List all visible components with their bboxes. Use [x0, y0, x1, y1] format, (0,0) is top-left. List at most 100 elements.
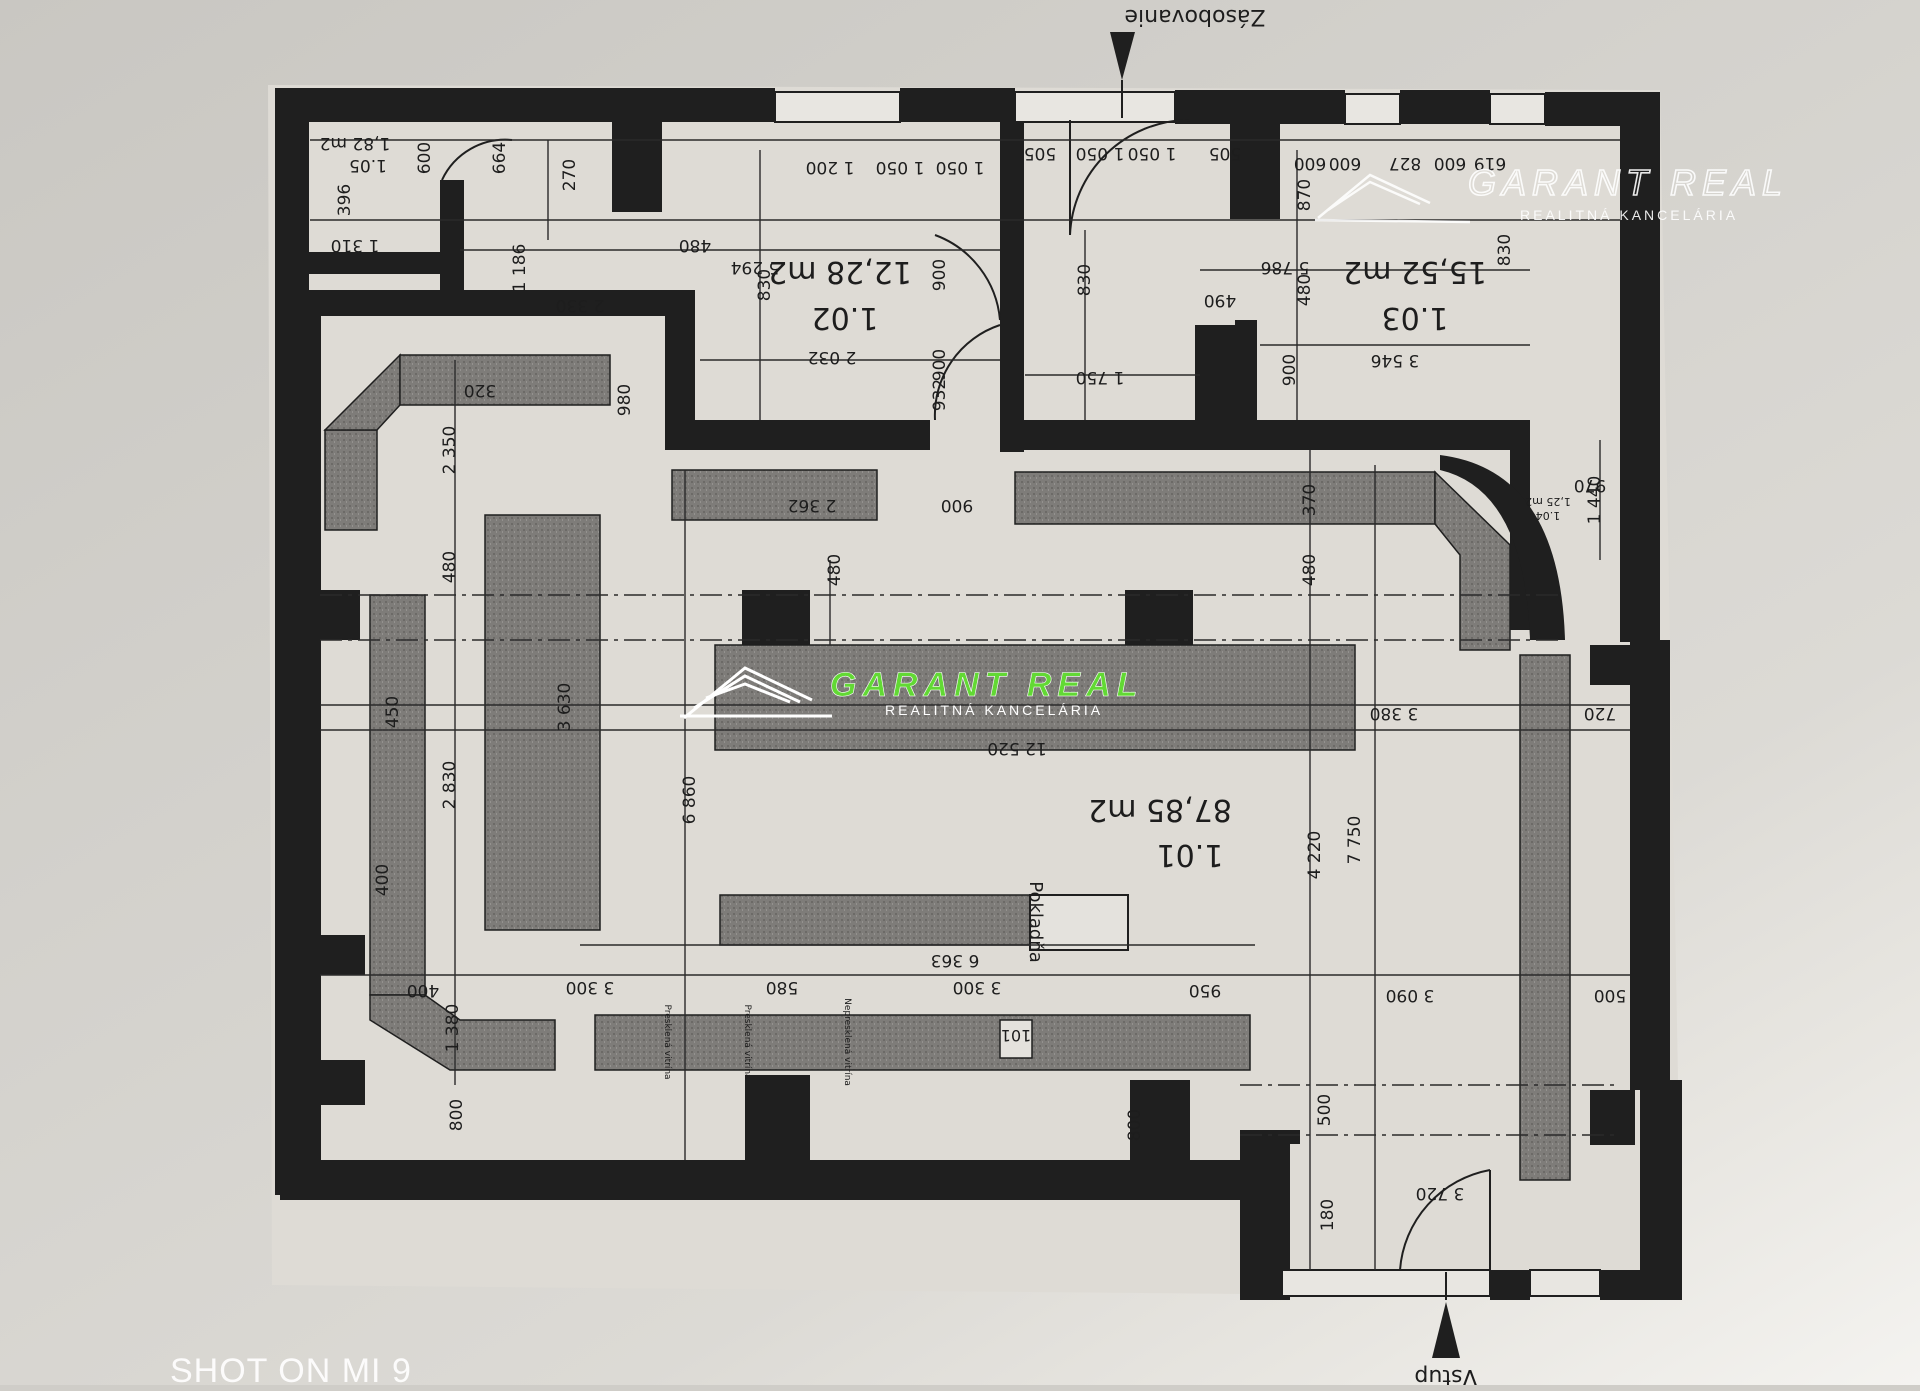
watermark-center: GARANT REAL REALITNÁ KANCELÁRIA [680, 666, 1143, 720]
dimension-label: 1 186 [510, 244, 530, 293]
dimension-label: 1 050 [876, 157, 925, 177]
dimension-label: 1 200 [806, 157, 855, 177]
fridge-label-1: Presklená vitrína [662, 1004, 672, 1079]
dimension-label: 1 050 [1076, 143, 1125, 163]
entrance-arrow-icon [1432, 1302, 1460, 1358]
dimension-label: 720 [1584, 703, 1616, 723]
dimension-label: 500 [1315, 1094, 1335, 1126]
dimension-label: 1 050 [936, 157, 985, 177]
dimension-label: 800 [447, 1099, 467, 1131]
dimension-label: 6 363 [931, 950, 980, 970]
dimension-label: 480 [440, 551, 460, 583]
dimension-label: 180 [1318, 1199, 1338, 1231]
checkout-label: Pokladňa [1025, 881, 1046, 963]
room-1-02-id: 1.02 [812, 300, 879, 335]
room-1-01-id: 1.01 [1157, 837, 1224, 872]
entry-label-entrance: Vstup [1414, 1364, 1477, 1385]
dimension-label: 2 032 [808, 347, 857, 367]
doors [441, 118, 1491, 1271]
dimension-label: 2 362 [788, 495, 837, 515]
dimension-label: 900 [930, 259, 950, 291]
dimension-label: 2 330 [556, 295, 605, 315]
dimension-label: 980 [615, 384, 635, 416]
windows [774, 91, 1601, 1297]
building-logo-icon [680, 666, 832, 720]
dimension-label: 3 380 [1370, 703, 1419, 723]
dimension-label: 600 [1329, 153, 1361, 173]
dimension-label: 505 [1024, 143, 1056, 163]
dimension-label: 3 630 [555, 683, 575, 732]
dimension-label: 970 [1574, 475, 1606, 495]
dimension-label: 3 300 [953, 977, 1002, 997]
dimension-label: 932 [930, 379, 950, 411]
watermark-center-tagline: REALITNÁ KANCELÁRIA [885, 702, 1103, 718]
room-1-01-area: 87,85 m2 [1088, 792, 1232, 827]
dimension-label: 480 [825, 554, 845, 586]
dimension-label: 400 [407, 980, 439, 1000]
room-1-05-area: 1,82 m2 [320, 133, 391, 153]
dimension-label: 1 050 [1128, 143, 1177, 163]
dimension-label: 619 [1474, 153, 1506, 173]
dimension-label: 600 [415, 142, 435, 174]
dimension-label: 6 860 [680, 776, 700, 825]
dimension-label: 1 440 [1585, 476, 1605, 525]
dimension-label: 320 [464, 380, 496, 400]
dimension-label: 2 350 [440, 426, 460, 475]
room-1-05-id: 1.05 [349, 155, 387, 175]
fridge-tag-box [999, 1019, 1033, 1059]
dimension-label: 3 090 [1386, 985, 1435, 1005]
dimension-label: 3 720 [1416, 1183, 1465, 1203]
dimension-label: 900 [930, 349, 950, 381]
dimension-label: 505 [1209, 143, 1241, 163]
walls [275, 88, 1682, 1300]
dimension-label: 270 [560, 159, 580, 191]
dimension-label: 450 [383, 696, 403, 728]
watermark-top-right: GARANT REAL REALITNÁ KANCELÁRIA [1314, 161, 1788, 224]
room-1-04-id: 1.04 [1536, 509, 1561, 522]
building-logo-icon-small [1314, 173, 1471, 224]
dimension-label: 1 750 [1076, 367, 1125, 387]
fridge-label-3: Nepresklená vitrína [842, 998, 852, 1086]
room-labels: Zásobovanie Vstup 87,85 m2 1.01 12,28 m2… [320, 4, 1571, 1385]
dimension-label: 830 [1495, 234, 1515, 266]
watermark-top-right-brand: GARANT REAL [1468, 162, 1788, 203]
dimension-label: 5 786 [1261, 257, 1310, 277]
dimension-label: 480 [1295, 274, 1315, 306]
watermark-center-brand: GARANT REAL [830, 666, 1143, 704]
dimension-label: 827 [1389, 153, 1421, 173]
dimension-label: 1 310 [331, 235, 380, 255]
room-1-03-id: 1.03 [1382, 300, 1449, 335]
dimension-label: 12 520 [987, 738, 1046, 758]
entry-label-supply: Zásobovanie [1125, 4, 1266, 29]
dimension-label: 900 [1280, 354, 1300, 386]
room-1-04-area: 1,25 m2 [1525, 495, 1571, 508]
checkout-box [1029, 894, 1129, 951]
dimension-label: 600 [1434, 153, 1466, 173]
dimension-label: 3 300 [566, 977, 615, 997]
dimension-label: 900 [941, 495, 973, 515]
dimension-label: 664 [490, 142, 510, 174]
dimension-label: 950 [1189, 980, 1221, 1000]
dimension-label: 830 [755, 269, 775, 301]
dimension-label: 830 [1075, 264, 1095, 296]
fridge-tag: 101 [1001, 1026, 1032, 1045]
dimension-label: 480 [1300, 554, 1320, 586]
dimension-label: 580 [766, 977, 798, 997]
watermark-top-right-tagline: REALITNÁ KANCELÁRIA [1520, 207, 1738, 223]
dimension-label: 5 294 [731, 257, 780, 277]
dimension-label: 400 [373, 864, 393, 896]
dimension-label: 600 [1294, 153, 1326, 173]
dimension-label: 7 750 [1345, 816, 1365, 865]
dimension-label: 800 [1125, 1109, 1145, 1141]
supply-arrow-icon [1110, 32, 1135, 80]
dimension-label: 4 220 [1305, 831, 1325, 880]
dimension-lines [310, 139, 1630, 1270]
room-1-03-area: 15,52 m2 [1343, 254, 1487, 289]
camera-stamp: SHOT ON MI 9 [170, 1352, 412, 1390]
dimension-label: 490 [1204, 290, 1236, 310]
dimension-label: 396 [335, 184, 355, 216]
room-1-02-area: 12,28 m2 [768, 254, 912, 289]
curved-wall [1440, 455, 1565, 640]
dimension-label: 1 380 [443, 1004, 463, 1053]
